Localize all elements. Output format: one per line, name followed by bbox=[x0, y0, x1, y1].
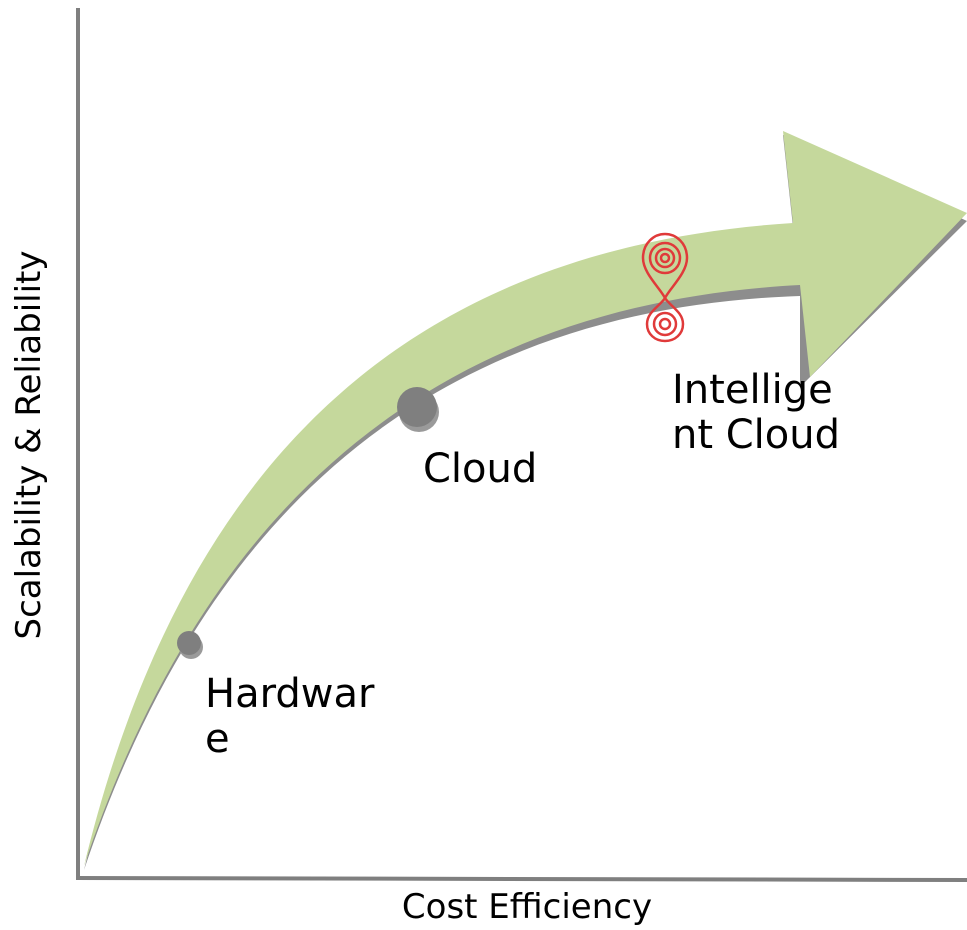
growth-arrow bbox=[84, 131, 967, 866]
hardware-label-line-2: e bbox=[205, 716, 230, 762]
infinity-pin-icon bbox=[641, 232, 689, 343]
x-axis-title: Cost Efficiency bbox=[402, 887, 652, 927]
cloud-dot bbox=[397, 387, 437, 427]
intelligent-cloud-label-line-2: nt Cloud bbox=[672, 412, 840, 458]
intelligent-cloud-label-line-1: Intellige bbox=[672, 367, 833, 413]
y-axis-title: Scalability & Reliability bbox=[9, 250, 49, 639]
hardware-label-line-1: Hardwar bbox=[205, 671, 375, 717]
x-axis bbox=[75, 876, 967, 882]
hardware-dot bbox=[177, 631, 201, 655]
cloud-label: Cloud bbox=[423, 446, 537, 492]
